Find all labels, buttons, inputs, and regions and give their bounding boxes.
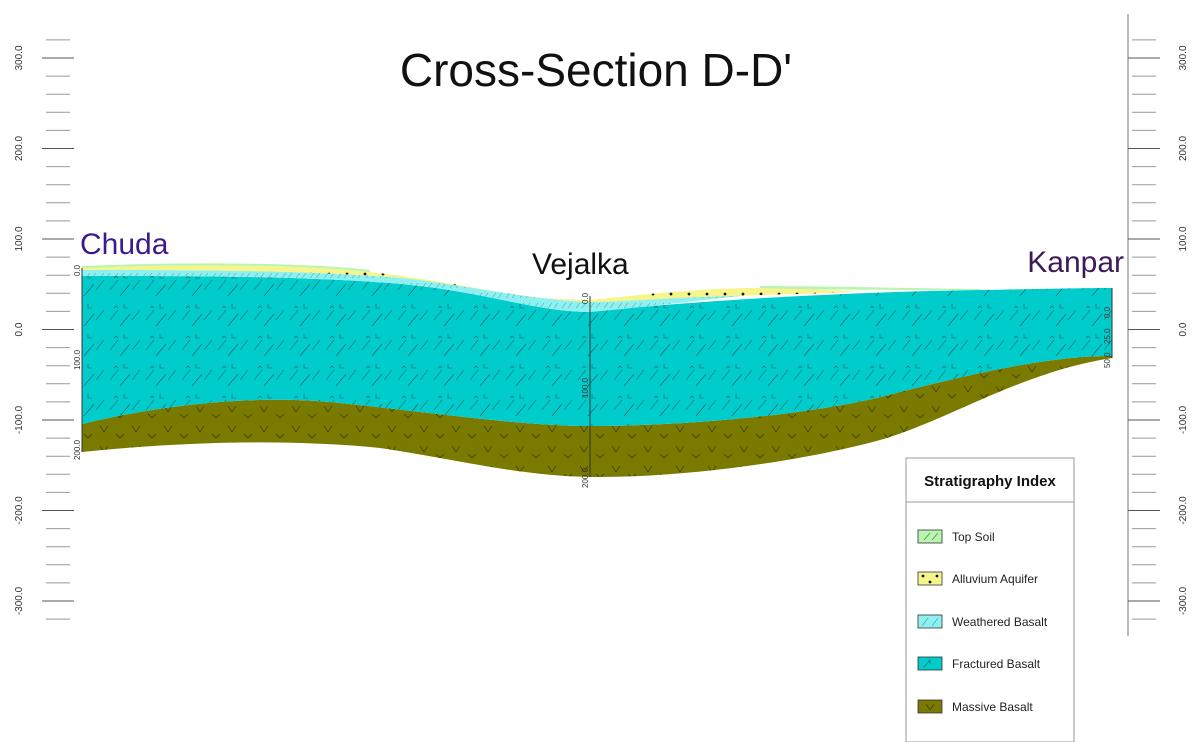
legend-item-label: Massive Basalt xyxy=(952,700,1033,714)
depth-label: 0.0 xyxy=(581,292,590,304)
elevation-tick-label: 100.0 xyxy=(14,226,25,251)
strata-layers xyxy=(82,263,1112,478)
massive-swatch-icon xyxy=(917,699,943,714)
elevation-tick-label: 0.0 xyxy=(1178,322,1189,336)
depth-label: 200.0 xyxy=(581,467,590,488)
elevation-tick-label: 200.0 xyxy=(14,136,25,161)
legend-box xyxy=(905,457,1075,742)
elevation-tick-label: 0.0 xyxy=(14,322,25,336)
diagram-title: Cross-Section D-D' xyxy=(400,44,792,96)
elevation-tick-label: -300.0 xyxy=(14,586,25,615)
elevation-tick-label: -100.0 xyxy=(1178,405,1189,434)
borehole-depth-labels: 0.0 100.0 200.0 0.0 100.0 200.0 0.0 25.0… xyxy=(73,264,1112,488)
location-label-chuda: Chuda xyxy=(80,228,169,261)
legend-item-label: Weathered Basalt xyxy=(952,615,1048,629)
legend-item-label: Alluvium Aquifer xyxy=(952,572,1038,586)
location-label-vejalka: Vejalka xyxy=(532,248,629,281)
depth-label: 0.0 xyxy=(73,264,82,276)
legend-title: Stratigraphy Index xyxy=(924,473,1056,490)
left-elevation-axis: 300.0 200.0 100.0 0.0 -100.0 -200.0 -300.0 xyxy=(14,39,74,620)
elevation-tick-label: 100.0 xyxy=(1178,226,1189,251)
elevation-tick-label: 300.0 xyxy=(14,45,25,70)
legend-item-label: Fractured Basalt xyxy=(952,657,1041,671)
depth-label: 50.0 xyxy=(1103,352,1112,368)
legend-item-label: Top Soil xyxy=(952,530,995,544)
right-elevation-axis: 300.0 200.0 100.0 0.0 -100.0 -200.0 -300.0 xyxy=(1127,14,1189,636)
elevation-tick-label: 300.0 xyxy=(1178,45,1189,70)
stratigraphy-legend: Stratigraphy Index Top Soil Alluvium Aqu… xyxy=(905,457,1075,742)
depth-label: 100.0 xyxy=(581,377,590,398)
depth-label: 0.0 xyxy=(1103,306,1112,318)
depth-label: 25.0 xyxy=(1103,328,1112,344)
elevation-tick-label: -300.0 xyxy=(1178,586,1189,615)
elevation-tick-label: -100.0 xyxy=(14,405,25,434)
top-soil-swatch-icon xyxy=(917,529,943,544)
elevation-tick-label: -200.0 xyxy=(14,496,25,525)
location-label-kanpar: Kanpar xyxy=(1027,246,1124,279)
depth-label: 100.0 xyxy=(73,349,82,370)
elevation-tick-label: 200.0 xyxy=(1178,136,1189,161)
depth-label: 200.0 xyxy=(73,439,82,460)
borehole-lines xyxy=(81,268,1113,477)
weathered-swatch-icon xyxy=(917,614,943,629)
elevation-tick-label: -200.0 xyxy=(1178,496,1189,525)
